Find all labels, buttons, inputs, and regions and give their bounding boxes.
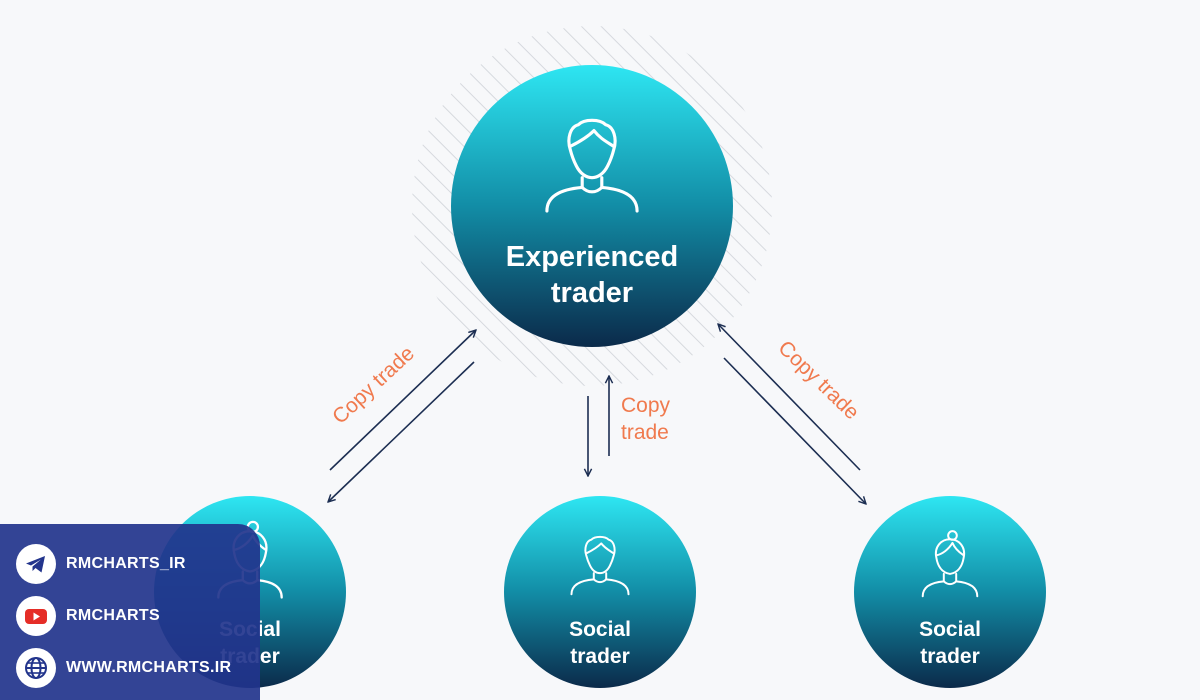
youtube-icon	[16, 596, 56, 636]
node-experienced-trader: Experienced trader	[451, 65, 733, 347]
edge-label-right: Copy trade	[774, 336, 864, 424]
social-item-website[interactable]: WWW.RMCHARTS.IR	[16, 642, 260, 694]
social-label: RMCHARTS_IR	[66, 555, 186, 572]
edge-label-center-line1: Copy	[621, 394, 671, 417]
edge-label-left: Copy trade	[328, 342, 419, 429]
social-item-telegram[interactable]: RMCHARTS_IR	[16, 538, 260, 590]
node-label-line1: Experienced	[506, 241, 678, 273]
social-item-youtube[interactable]: RMCHARTS	[16, 590, 260, 642]
arrow-right-down	[723, 357, 866, 504]
arrow-left-up	[329, 330, 476, 471]
node-experienced-trader-circle	[451, 65, 733, 347]
social-watermark: RMCHARTS_IR RMCHARTS WWW.RMCHARTS.IR	[0, 524, 260, 700]
social-label: WWW.RMCHARTS.IR	[66, 659, 232, 676]
node-label-line1: Social	[919, 618, 981, 641]
node-label-line2: trader	[920, 645, 980, 668]
node-label-line2: trader	[551, 277, 633, 309]
node-label-line2: trader	[570, 645, 630, 668]
node-social-trader-right: Social trader	[854, 496, 1046, 688]
arrow-right-up	[718, 324, 861, 471]
arrow-left-down	[328, 361, 475, 502]
social-label: RMCHARTS	[66, 607, 160, 624]
edge-label-center-line2: trade	[621, 421, 669, 444]
globe-icon	[16, 648, 56, 688]
node-social-trader-middle: Social trader	[504, 496, 696, 688]
node-social-trader-right-circle	[854, 496, 1046, 688]
telegram-icon	[16, 544, 56, 584]
node-social-trader-middle-circle	[504, 496, 696, 688]
node-label-line1: Social	[569, 618, 631, 641]
